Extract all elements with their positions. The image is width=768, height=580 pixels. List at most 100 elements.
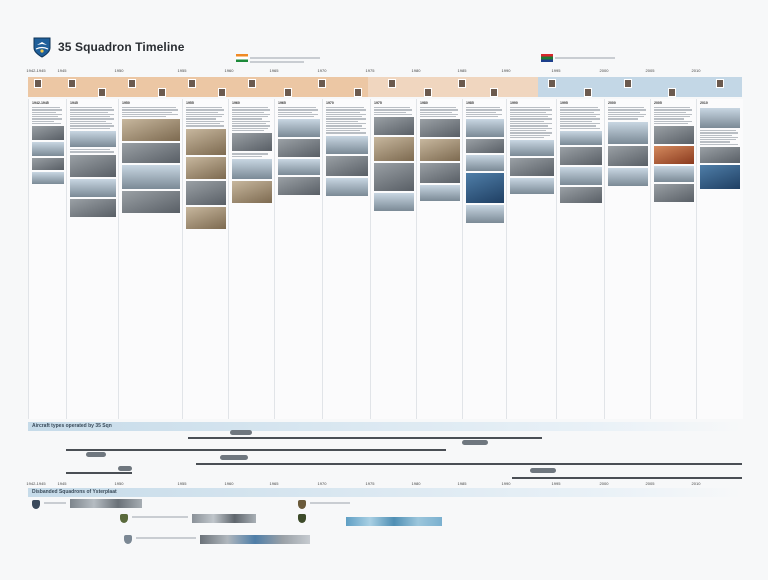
squadrons-section-header: Disbanded Squadrons of Ysterplaat — [28, 488, 742, 497]
squadron-badge-icon — [124, 535, 132, 544]
timeline-columns: 1942-1945 1945 1950 1955 — [28, 99, 743, 419]
year-label: 2010 — [691, 481, 701, 486]
year-label: 2005 — [645, 481, 655, 486]
year-axis-top: 1942-1945 1945 1950 1955 1960 1965 1970 … — [26, 68, 742, 76]
aircraft-silhouette — [530, 468, 556, 473]
archive-photo — [608, 121, 648, 144]
year-label: 1990 — [501, 481, 511, 486]
page-title: 35 Squadron Timeline — [58, 40, 185, 54]
column-heading: 1960 — [232, 101, 240, 105]
squadron-crest-icon — [33, 37, 51, 58]
year-label: 1980 — [411, 68, 421, 73]
year-label: 1970 — [317, 68, 327, 73]
column-heading: 1975 — [374, 101, 382, 105]
aircraft-lifespan-bar — [512, 477, 742, 479]
commanders-band — [28, 77, 742, 97]
archive-photo — [420, 185, 460, 202]
squadron-badge-icon — [298, 514, 306, 523]
squadron-badge-icon — [298, 500, 306, 509]
band-segment-late — [538, 77, 742, 97]
archive-photo — [560, 186, 602, 203]
column-heading: 1970 — [326, 101, 334, 105]
photo-strip — [192, 514, 256, 523]
timeline-column: 1985 — [462, 99, 507, 419]
aircraft-silhouette — [220, 455, 248, 460]
note-line — [310, 502, 350, 504]
column-heading: 1942-1945 — [32, 101, 49, 105]
year-label: 1995 — [551, 68, 561, 73]
commander-portrait — [388, 79, 396, 88]
commander-portrait — [318, 79, 326, 88]
timeline-column: 1955 — [182, 99, 229, 419]
year-label: 1965 — [269, 68, 279, 73]
archive-photo — [654, 184, 694, 203]
commander-portrait — [424, 88, 432, 97]
archive-photo — [420, 139, 460, 162]
year-label: 1960 — [224, 68, 234, 73]
photo-strip — [70, 499, 142, 508]
archive-photo — [122, 119, 180, 142]
aircraft-silhouette — [118, 466, 132, 471]
archive-photo — [466, 205, 504, 224]
archive-photo — [560, 146, 602, 165]
archive-photo — [374, 163, 414, 192]
archive-photo — [70, 178, 116, 197]
archive-photo — [70, 130, 116, 147]
timeline-column: 2000 — [604, 99, 651, 419]
commander-portrait — [624, 79, 632, 88]
year-label: 1965 — [269, 481, 279, 486]
archive-photo — [186, 206, 226, 229]
commander-portrait — [716, 79, 724, 88]
aircraft-lifespan-bar — [66, 472, 132, 474]
commander-portrait — [284, 88, 292, 97]
archive-photo — [32, 126, 64, 141]
year-label: 2005 — [645, 68, 655, 73]
commander-portrait — [458, 79, 466, 88]
column-heading: 2010 — [700, 101, 708, 105]
archive-photo — [654, 146, 694, 165]
column-heading: 1990 — [510, 101, 518, 105]
archive-photo — [232, 158, 272, 179]
archive-photo — [466, 155, 504, 172]
commander-portrait — [354, 88, 362, 97]
archive-photo — [32, 158, 64, 171]
archive-photo — [420, 163, 460, 184]
aircraft-lifespan-bar — [66, 449, 446, 451]
archive-photo — [32, 172, 64, 185]
year-label: 1980 — [411, 481, 421, 486]
archive-photo — [326, 135, 368, 154]
note-line — [250, 61, 304, 63]
photo-strip — [346, 517, 442, 526]
archive-photo — [560, 166, 602, 185]
archive-photo — [70, 198, 116, 217]
column-heading: 2005 — [654, 101, 662, 105]
commander-portrait — [158, 88, 166, 97]
archive-photo — [466, 119, 504, 138]
commander-portrait — [490, 88, 498, 97]
year-label: 1985 — [457, 481, 467, 486]
note-line — [555, 57, 615, 59]
squadrons-section-label: Disbanded Squadrons of Ysterplaat — [32, 489, 117, 495]
timeline-column: 1970 — [322, 99, 371, 419]
commander-portrait — [68, 79, 76, 88]
column-heading: 1980 — [420, 101, 428, 105]
year-label: 1985 — [457, 68, 467, 73]
archive-photo — [466, 139, 504, 154]
aircraft-silhouette — [86, 452, 106, 457]
archive-photo — [122, 143, 180, 164]
year-label: 1990 — [501, 68, 511, 73]
flag-icon — [236, 54, 248, 62]
squadron-badge-icon — [32, 500, 40, 509]
timeline-column: 1975 — [370, 99, 417, 419]
year-label: 1975 — [365, 481, 375, 486]
archive-photo — [278, 139, 320, 158]
year-axis-bottom: 1942-1945 1945 1950 1955 1960 1965 1970 … — [26, 481, 742, 489]
commander-portrait — [98, 88, 106, 97]
archive-photo — [654, 166, 694, 183]
timeline-column: 2005 — [650, 99, 697, 419]
note-line — [136, 537, 196, 539]
aircraft-section-header: Aircraft types operated by 35 Sqn — [28, 422, 742, 431]
column-heading: 2000 — [608, 101, 616, 105]
archive-photo — [326, 177, 368, 196]
commander-portrait — [218, 88, 226, 97]
